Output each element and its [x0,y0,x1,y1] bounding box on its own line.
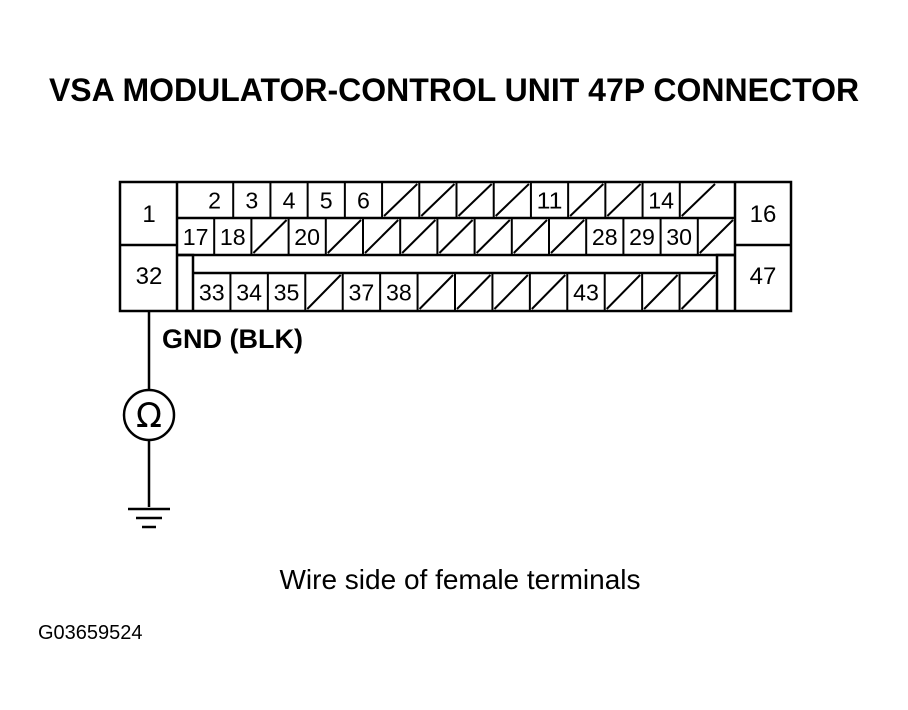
unused-terminal-slash [681,183,716,217]
unused-terminal-slash [306,274,342,310]
terminal-29: 29 [629,224,655,250]
terminal-20: 20 [294,224,320,250]
unused-terminal-slash [680,274,716,310]
unused-terminal-slash [475,219,511,254]
unused-terminal-slash [383,183,418,217]
terminal-30: 30 [666,224,692,250]
unused-terminal-slash [513,219,548,254]
terminal-47: 47 [750,263,777,290]
terminal-11: 11 [537,187,563,213]
terminal-5: 5 [320,187,333,213]
terminal-43: 43 [573,279,599,305]
terminal-37: 37 [349,279,375,305]
terminal-16: 16 [750,201,777,228]
unused-terminal-slash [364,219,399,254]
terminal-4: 4 [283,187,296,213]
terminal-33: 33 [199,279,225,305]
unused-terminal-slash [252,219,288,254]
unused-terminal-slash [550,219,585,254]
unused-terminal-slash [531,274,566,310]
figure-code: G03659524 [38,622,143,644]
terminal-32: 32 [136,263,163,290]
unused-terminal-slash [457,183,493,217]
unused-terminal-slash [495,183,530,217]
unused-terminal-slash [401,219,437,254]
terminal-14: 14 [648,187,674,213]
unused-terminal-slash [699,219,734,254]
wire-label: GND (BLK) [162,324,303,354]
unused-terminal-slash [606,274,641,310]
terminal-38: 38 [386,279,412,305]
terminal-17: 17 [183,224,209,250]
terminal-18: 18 [220,224,246,250]
unused-terminal-slash [418,274,454,310]
terminal-28: 28 [592,224,618,250]
unused-terminal-slash [569,183,605,217]
terminal-34: 34 [236,279,262,305]
unused-terminal-slash [438,219,474,254]
unused-terminal-slash [420,183,456,217]
terminal-35: 35 [274,279,300,305]
unused-terminal-slash [493,274,529,310]
terminal-1: 1 [142,201,155,228]
page-title: VSA MODULATOR-CONTROL UNIT 47P CONNECTOR [49,72,859,108]
caption: Wire side of female terminals [279,564,640,595]
terminal-3: 3 [245,187,258,213]
ground-icon [128,507,170,529]
terminal-row-2: 17 18 20 28 29 30 [183,218,734,255]
ohmmeter-icon: Ω [122,388,176,442]
terminal-row-3: 33 34 35 37 38 43 [199,273,716,311]
terminal-2: 2 [208,187,221,213]
unused-terminal-slash [327,219,362,254]
unused-terminal-slash [643,274,679,310]
unused-terminal-slash [606,183,642,217]
ohm-symbol: Ω [136,396,162,436]
unused-terminal-slash [456,274,492,310]
terminal-6: 6 [357,187,370,213]
